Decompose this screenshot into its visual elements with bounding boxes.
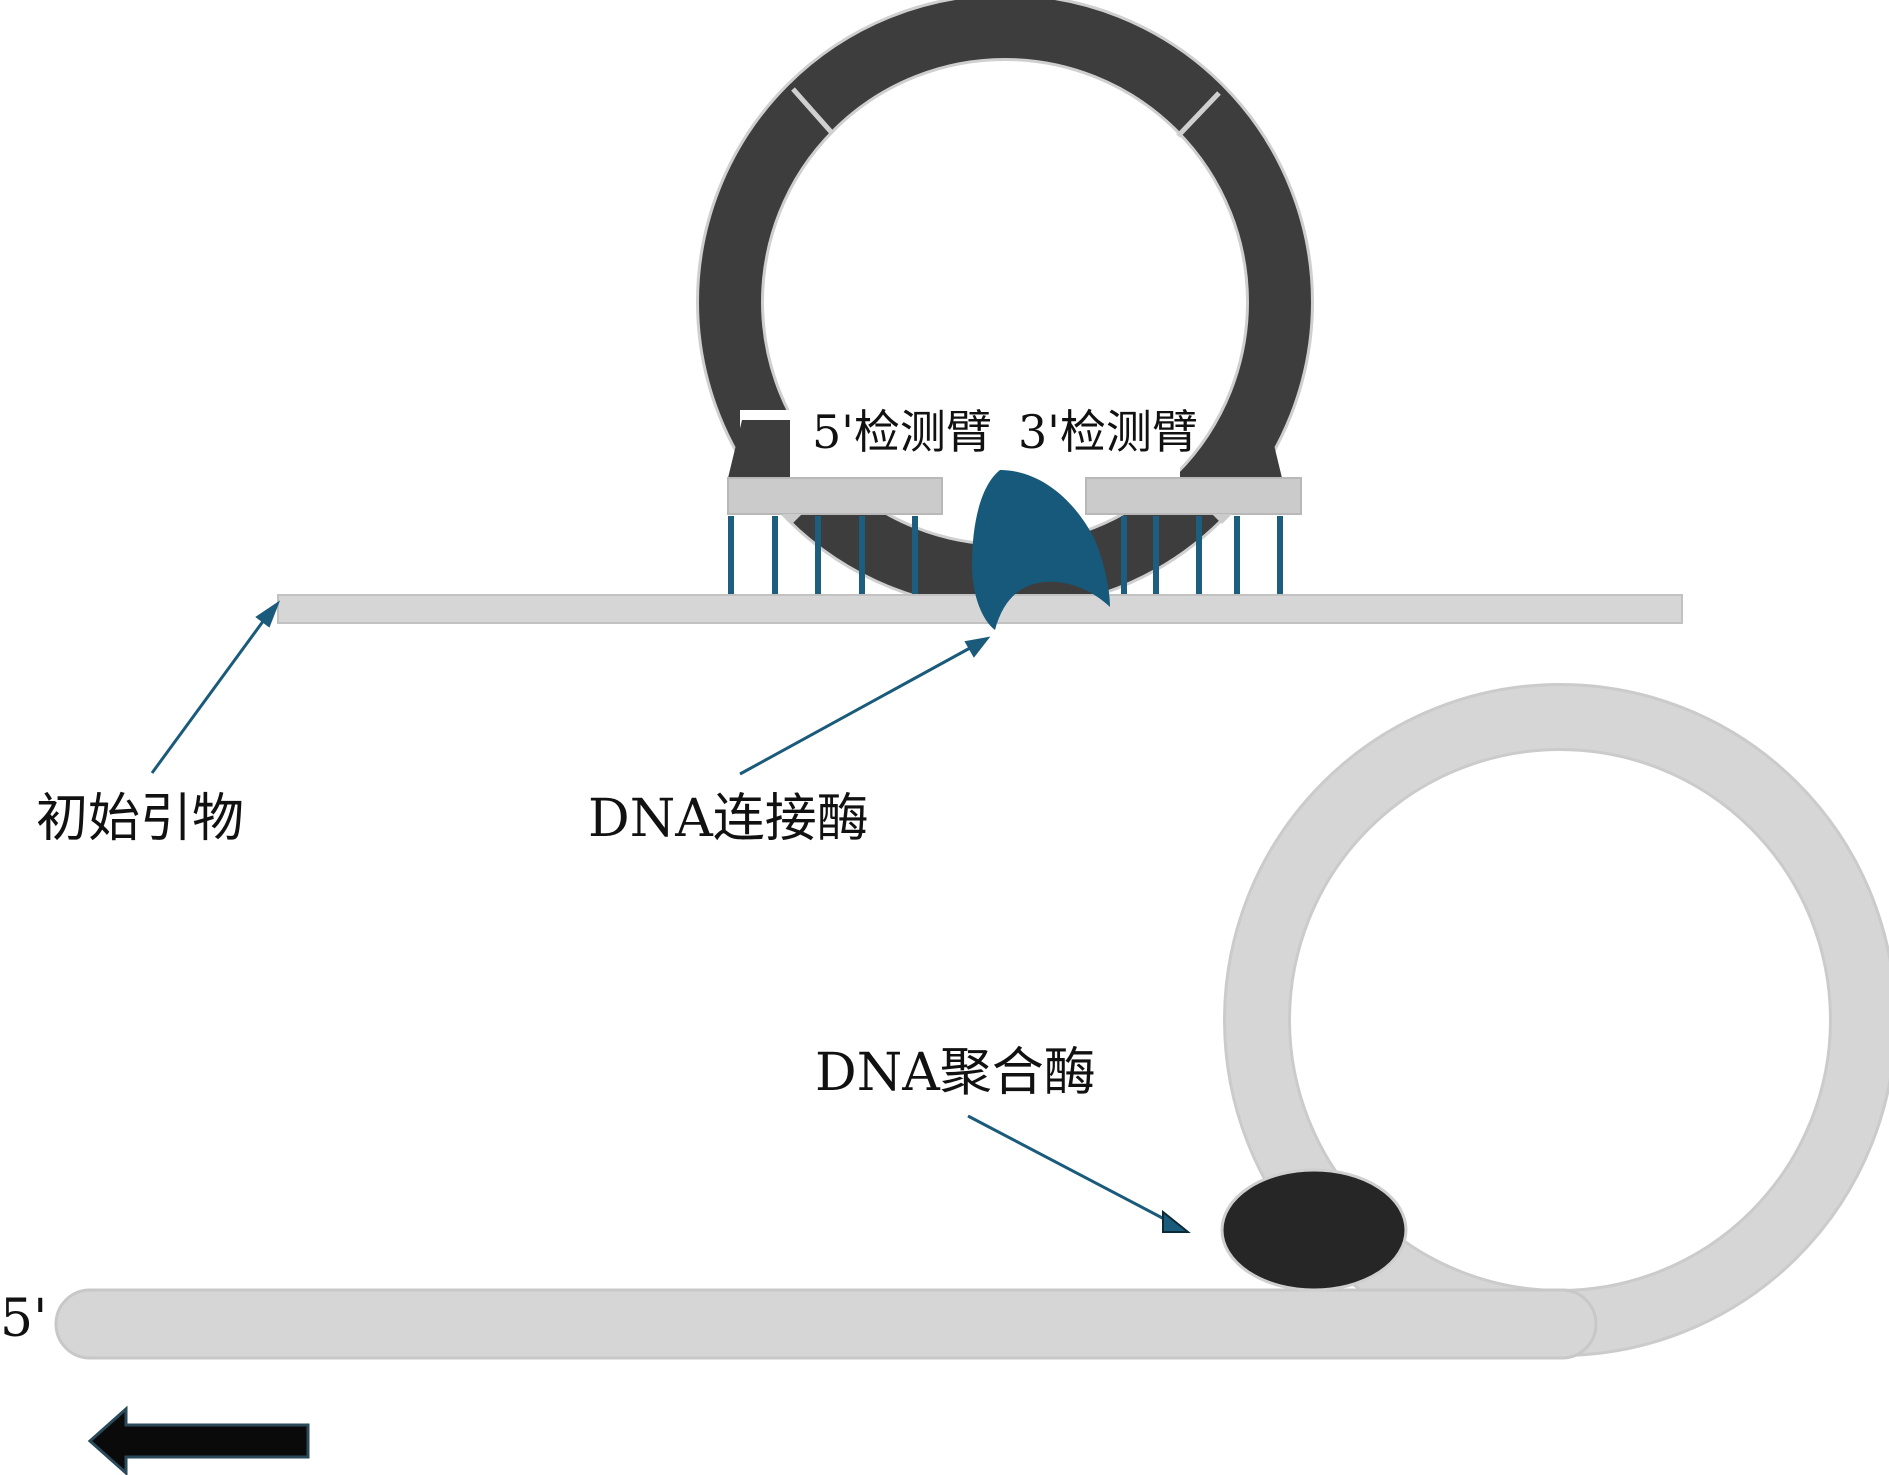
left-arrow-icon	[87, 1405, 310, 1475]
label-probe-5: 5'检测臂	[812, 405, 992, 459]
arrow-to-ligase	[739, 636, 991, 776]
probe-arm-5	[727, 477, 943, 515]
label-initial-primer: 初始引物	[36, 789, 244, 849]
label-dna-ligase: DNA连接酶	[588, 789, 869, 849]
polymerase-blob	[1220, 1168, 1408, 1292]
product-strand	[54, 1288, 1598, 1360]
arrow-to-polymerase	[967, 1114, 1191, 1233]
label-five-prime: 5'	[0, 1289, 47, 1349]
arrow-to-primer	[150, 600, 281, 774]
label-dna-polymerase: DNA聚合酶	[815, 1043, 1096, 1103]
base-pair-lines	[728, 516, 1283, 594]
probe-arm-3	[1085, 477, 1302, 515]
label-probe-3: 3'检测臂	[1018, 405, 1198, 459]
ligase-shape	[972, 470, 1110, 630]
